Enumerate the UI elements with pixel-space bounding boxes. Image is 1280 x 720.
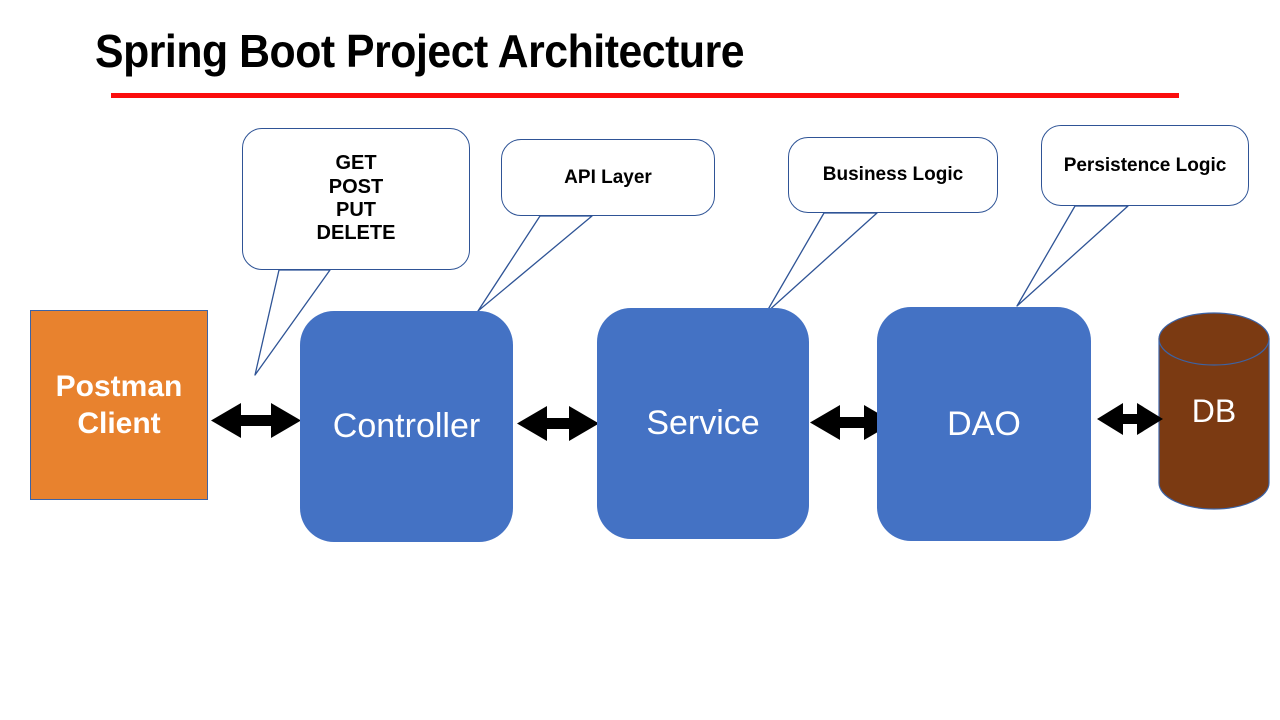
callout-tail-api <box>477 215 593 312</box>
title-underline-rule <box>111 93 1179 98</box>
node-dao-label: DAO <box>947 404 1021 443</box>
callout-persistence-logic[interactable]: Persistence Logic <box>1041 125 1249 206</box>
node-postman-client-label: Postman Client <box>55 369 183 441</box>
node-database-label: DB <box>1191 392 1237 429</box>
callout-api-layer[interactable]: API Layer <box>501 139 715 216</box>
callout-http-methods[interactable]: GET POST PUT DELETE <box>242 128 470 270</box>
callout-http-methods-label: GET POST PUT DELETE <box>316 152 396 245</box>
page-title: Spring Boot Project Architecture <box>95 25 745 77</box>
node-controller[interactable]: Controller <box>300 311 513 542</box>
node-dao[interactable]: DAO <box>877 307 1091 541</box>
arrow-controller-service <box>517 406 599 441</box>
arrow-dao-db <box>1097 403 1163 435</box>
node-database[interactable]: DB <box>1159 314 1269 508</box>
callout-tail-persist <box>1016 205 1129 307</box>
node-service[interactable]: Service <box>597 308 809 539</box>
node-postman-client[interactable]: Postman Client <box>30 310 208 500</box>
callout-api-layer-label: API Layer <box>564 166 652 188</box>
callout-business-logic[interactable]: Business Logic <box>788 137 998 213</box>
callout-persistence-logic-label: Persistence Logic <box>1063 154 1227 176</box>
node-service-label: Service <box>646 404 760 442</box>
node-controller-label: Controller <box>332 407 481 445</box>
callout-tail-biz <box>765 212 878 314</box>
callout-business-logic-label: Business Logic <box>822 164 964 185</box>
arrow-postman-controller <box>211 403 301 438</box>
